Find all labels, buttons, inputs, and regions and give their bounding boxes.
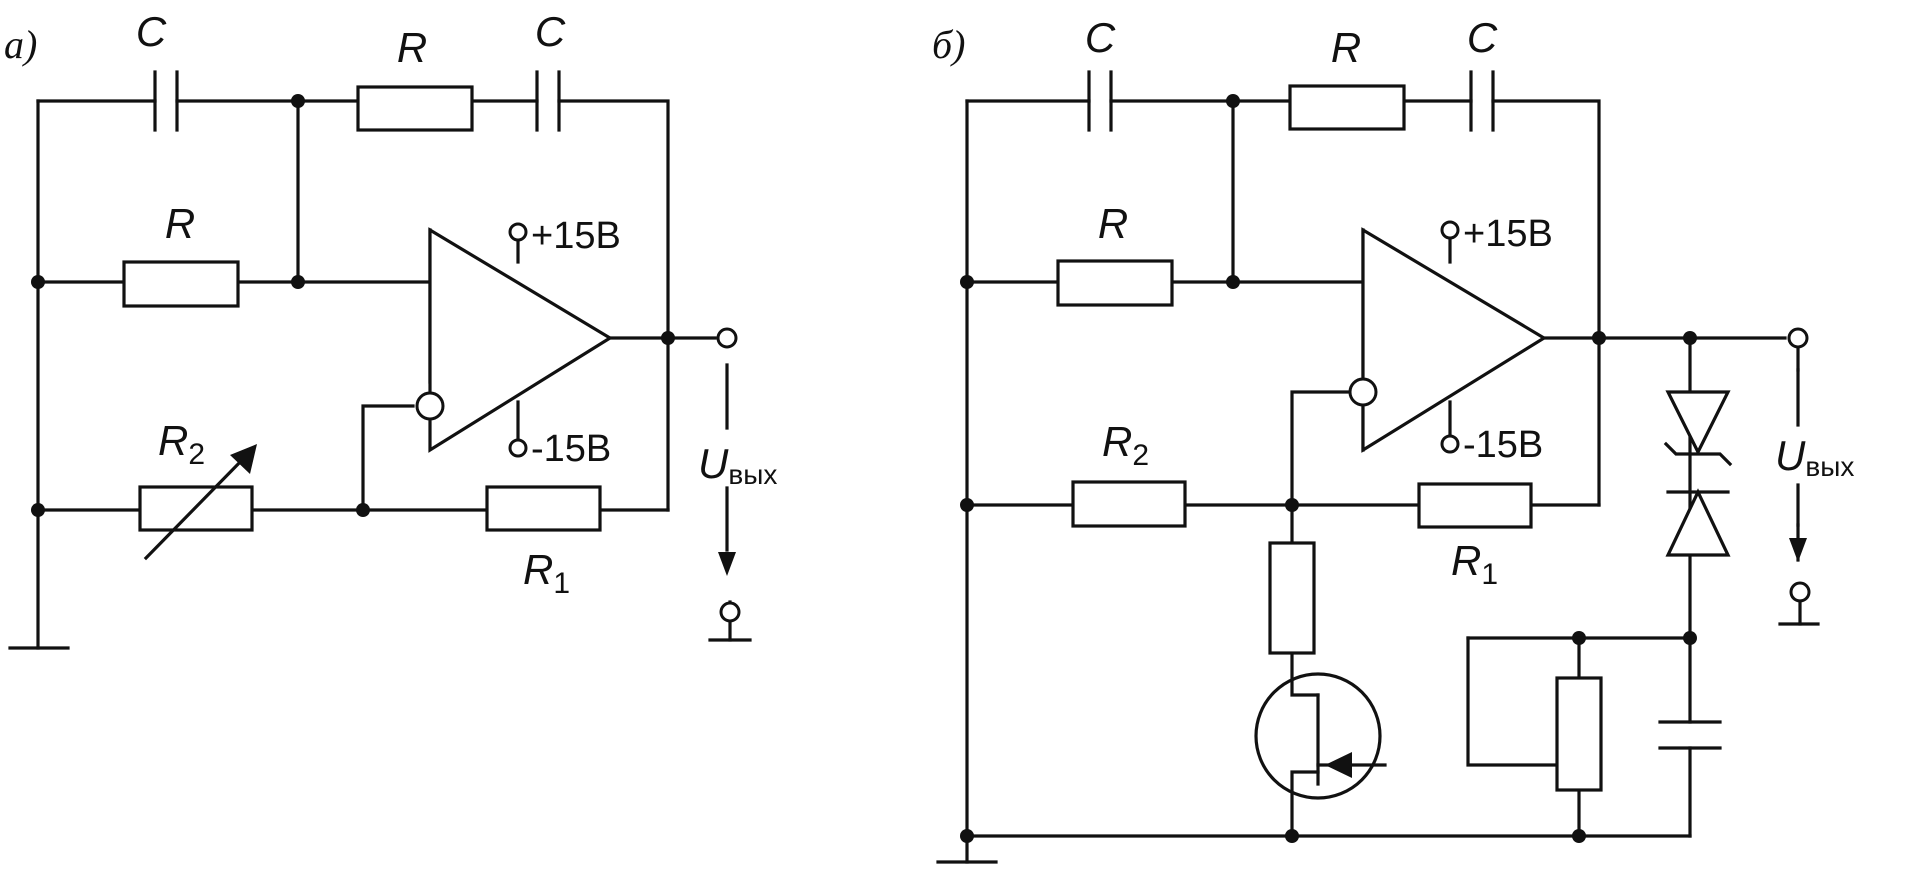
terminal-vneg-a [508,438,528,458]
terminal-output-b [1787,327,1809,349]
terminal-output-a [716,327,738,349]
resistor-r1-a [485,485,602,532]
label-c-left-a: C [136,8,167,55]
label-r-top-b: R [1331,24,1361,71]
variable-arrow-icon-a [143,444,257,561]
label-uout-b: Uвых [1775,432,1854,482]
label-r-mid-b: R [1098,200,1128,247]
junctions-b [960,94,1697,843]
op-amp-inverting-input-a [415,391,445,421]
diagram-b: б) [932,14,1854,864]
capacitor-bottom-b [1658,720,1722,750]
resistor-r1-b [1417,482,1533,529]
resistor-r-top-a [356,85,474,132]
zener-diode-top-b [1663,390,1733,467]
panel-label-b: б) [932,22,965,67]
label-r1-a: R1 [523,546,570,600]
label-c-right-a: C [535,8,566,55]
label-uout-a: Uвых [698,440,777,490]
resistor-drain-b [1268,541,1316,655]
jfet-transistor-icon-b [1254,672,1387,800]
terminal-vpos-b [1440,220,1460,240]
label-r2-b: R2 [1102,418,1149,472]
label-r-mid-a: R [165,200,195,247]
capacitor-c-left-b [1087,70,1113,132]
terminal-vpos-a [508,222,528,242]
wires-a [8,99,752,650]
output-arrow-icon-b [1789,368,1807,562]
diagram-a: а) [4,8,777,650]
resistor-r2-b [1071,480,1187,528]
op-amp-a [428,227,614,453]
label-r2-a: R2 [158,417,205,471]
label-r1-b: R1 [1451,537,1498,591]
zener-diode-bottom-b [1665,488,1731,557]
label-r-top-a: R [397,24,427,71]
output-arrow-icon-a [718,363,736,576]
capacitor-c-right-a [535,70,561,132]
junctions-a [31,94,675,517]
label-vneg-a: -15В [531,428,611,470]
resistor-gate-b [1555,676,1603,792]
terminal-ground-out-b [1789,581,1811,603]
terminal-ground-out-a [719,601,741,623]
op-amp-inverting-input-b [1348,377,1378,407]
label-vpos-a: +15В [531,215,621,257]
label-vneg-b: -15В [1463,424,1543,466]
capacitor-c-left-a [153,70,179,132]
capacitor-c-right-b [1469,70,1495,132]
resistor-r-mid-b [1056,259,1174,307]
resistor-r-mid-a [122,260,240,308]
op-amp-b [1361,227,1548,453]
terminal-vneg-b [1440,434,1460,454]
label-c-left-b: C [1085,14,1116,61]
resistor-r-top-b [1288,84,1406,131]
panel-label-a: а) [4,22,37,67]
label-c-right-b: C [1467,14,1498,61]
label-vpos-b: +15В [1463,213,1553,255]
